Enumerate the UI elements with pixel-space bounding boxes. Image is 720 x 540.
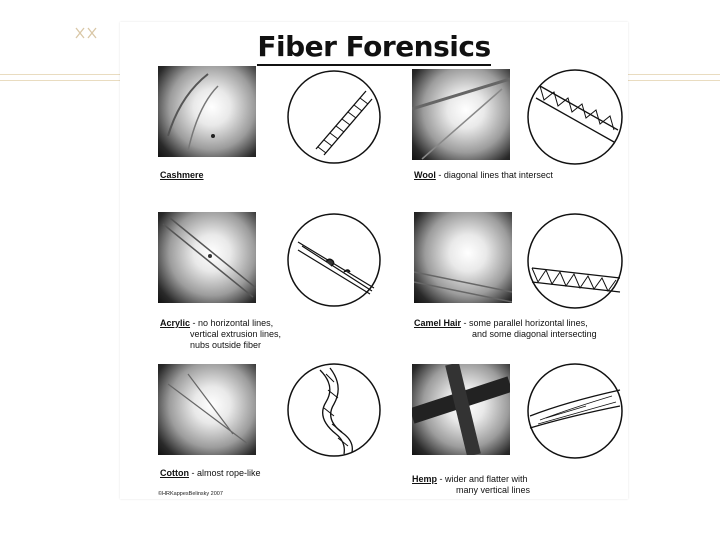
camel-hair-micrograph xyxy=(414,212,512,303)
cashmere-drawing xyxy=(287,70,381,164)
copyright-notice: ©HRKappesBelinsky 2007 xyxy=(158,491,223,497)
cashmere-caption: Cashmere xyxy=(160,170,204,180)
decorative-tick-marks xyxy=(75,27,97,39)
cashmere-micrograph xyxy=(158,66,256,157)
camel-hair-caption: Camel Hair - some parallel horizontal li… xyxy=(414,318,597,339)
acrylic-caption: Acrylic - no horizontal lines, vertical … xyxy=(160,318,282,350)
hemp-drawing xyxy=(527,363,623,459)
wool-drawing xyxy=(527,69,623,165)
cotton-micrograph xyxy=(158,364,256,455)
hemp-micrograph xyxy=(412,364,510,455)
acrylic-micrograph xyxy=(158,212,256,303)
cotton-drawing xyxy=(287,363,381,457)
cotton-caption: Cotton - almost rope-like xyxy=(160,468,261,478)
hemp-caption: Hemp - wider and flatter with many verti… xyxy=(412,474,531,495)
wool-micrograph xyxy=(412,69,510,160)
page-title: Fiber Forensics xyxy=(120,30,628,66)
wool-caption: Wool - diagonal lines that intersect xyxy=(414,170,553,180)
fiber-forensics-chart: Fiber Forensics Cashmere Wool - diagonal… xyxy=(120,22,628,499)
camel-hair-drawing xyxy=(527,213,623,309)
acrylic-drawing xyxy=(287,213,381,307)
